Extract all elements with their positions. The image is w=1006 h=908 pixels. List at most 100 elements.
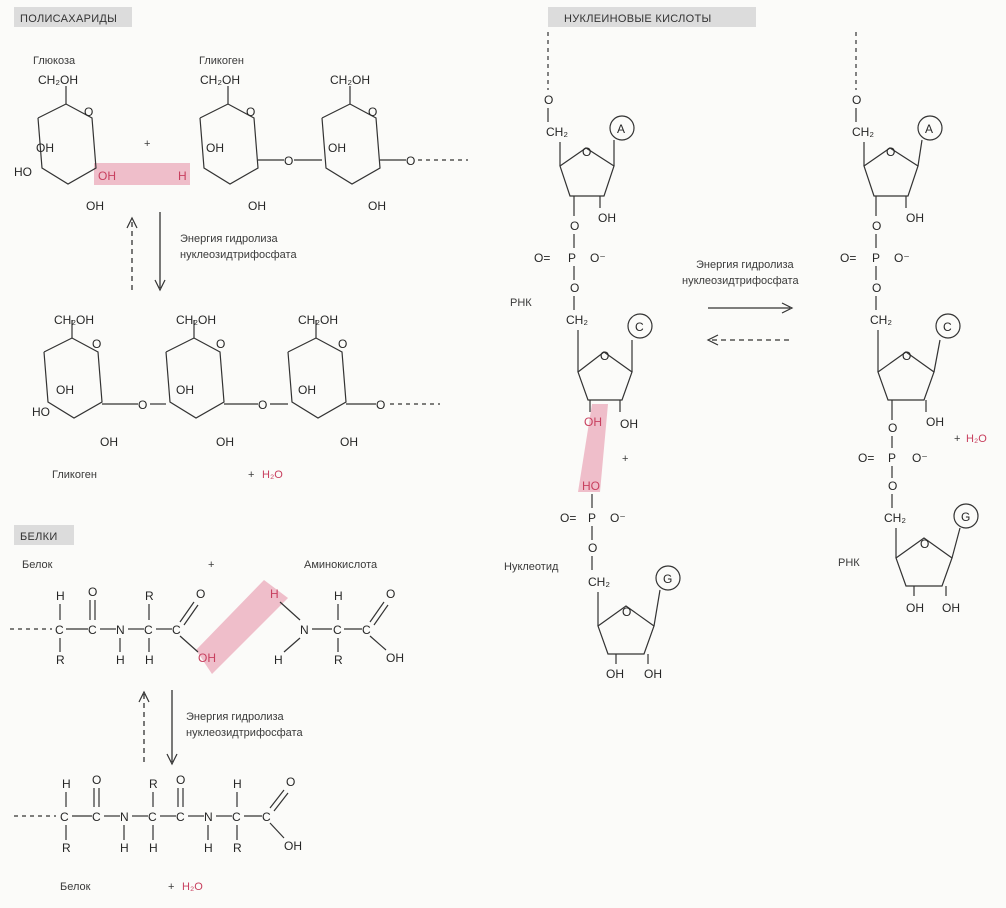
phosphorus: P [872, 251, 880, 265]
phosphate-oxygen: O [570, 281, 579, 295]
alpha-carbon: C [333, 623, 342, 637]
ring-oxygen: O [368, 105, 377, 119]
base-c: C [635, 320, 644, 334]
oh-label: OH [284, 839, 302, 853]
o-minus-label: O⁻ [610, 511, 626, 525]
glycogen-top-label: Гликоген [199, 55, 244, 67]
header-proteins-label: БЕЛКИ [20, 531, 58, 543]
highlight-oh-h-protein [196, 580, 288, 674]
oh-label: OH [906, 211, 924, 225]
protein-top-chain: C H R C O N H C R H C O OH [10, 585, 216, 667]
glycogen-top-molecule: H CH₂OH O OH OH O CH₂OH O OH OH O [178, 73, 468, 213]
o-minus-label: O⁻ [912, 451, 928, 465]
alpha-carbon: C [148, 810, 157, 824]
ho-leaving-group: HO [582, 479, 600, 493]
phosphate-oxygen: O [888, 479, 897, 493]
highlight-oh-h-poly [94, 163, 190, 185]
ring-oxygen: O [84, 105, 93, 119]
nucleic-water-plus: + [954, 433, 960, 445]
h-label: H [62, 777, 71, 791]
phosphate-oxygen: O [872, 281, 881, 295]
glycogen-bottom-label: Гликоген [52, 469, 97, 481]
oh-label: OH [56, 383, 74, 397]
oh-label: OH [36, 141, 54, 155]
protein-top-label: Белок [22, 559, 53, 571]
amino-acid-label: Аминокислота [304, 559, 378, 571]
header-polysaccharides-label: ПОЛИСАХАРИДЫ [20, 13, 117, 25]
ch2-label: CH₂ [884, 511, 906, 525]
r-group: R [145, 589, 154, 603]
oh-leaving-group: OH [98, 169, 116, 183]
poly-reaction-arrows: Энергия гидролиза нуклеозидтрифосфата [126, 212, 297, 292]
amide-nitrogen: N [116, 623, 125, 637]
o-double-label: O= [560, 511, 576, 525]
phosphorus: P [888, 451, 896, 465]
alpha-carbon: C [144, 623, 153, 637]
ch2oh-label: CH₂OH [200, 73, 240, 87]
ring-oxygen: O [886, 145, 895, 159]
ch2oh-label: CH₂OH [298, 313, 338, 327]
ring-oxygen: O [246, 105, 255, 119]
nucleic-energy-line2: нуклеозидтрифосфата [682, 275, 799, 287]
amide-nitrogen: N [204, 810, 213, 824]
alpha-carbon: C [60, 810, 69, 824]
protein-bottom-label: Белок [60, 881, 91, 893]
ring-oxygen: O [902, 349, 911, 363]
ch2oh-label: CH₂OH [38, 73, 78, 87]
carboxyl-carbon: C [262, 810, 271, 824]
r-group: R [334, 653, 343, 667]
o-minus-label: O⁻ [894, 251, 910, 265]
base-c: C [943, 320, 952, 334]
r-group: R [149, 777, 158, 791]
carbonyl-oxygen: O [386, 587, 395, 601]
plus-sign-top: + [144, 138, 150, 150]
glycosidic-oxygen: O [406, 154, 415, 168]
r-group: R [62, 841, 71, 855]
oh-leaving-group: OH [198, 651, 216, 665]
oh-label: OH [248, 199, 266, 213]
oh-label: OH [100, 435, 118, 449]
oh-label: OH [606, 667, 624, 681]
nucleic-energy-line1: Энергия гидролиза [696, 259, 795, 271]
protein-water: H₂O [182, 881, 203, 893]
h-label: H [145, 653, 154, 667]
alpha-carbon: C [55, 623, 64, 637]
carbonyl-oxygen: O [196, 587, 205, 601]
ho-label: HO [32, 405, 50, 419]
amine-nitrogen: N [300, 623, 309, 637]
nucleic-acid-reaction: O CH₂ O A OH O O= P O⁻ O CH₂ O [504, 32, 987, 681]
ring-oxygen: O [92, 337, 101, 351]
phosphate-oxygen: O [588, 541, 597, 555]
glycosidic-oxygen: O [376, 398, 385, 412]
ch2-label: CH₂ [588, 575, 610, 589]
ch2-label: CH₂ [546, 125, 568, 139]
poly-energy-line1: Энергия гидролиза [180, 233, 279, 245]
ch2oh-label: CH₂OH [54, 313, 94, 327]
nucleotide-label: Нуклеотид [504, 561, 559, 573]
ring-oxygen: O [338, 337, 347, 351]
phosphate-oxygen: O [570, 219, 579, 233]
ring-oxygen: O [582, 145, 591, 159]
phosphorus: P [568, 251, 576, 265]
h-leaving-group: H [178, 169, 187, 183]
carboxyl-carbon: C [362, 623, 371, 637]
glycogen-bottom-molecule: CH₂OH O OH HO OH O CH₂OH O OH OH O CH₂OH… [32, 313, 440, 449]
header-nucleic-acids: НУКЛЕИНОВЫЕ КИСЛОТЫ [548, 7, 756, 27]
ch2-label: CH₂ [566, 313, 588, 327]
oh-label: OH [216, 435, 234, 449]
oh-label: OH [86, 199, 104, 213]
oh-label: OH [644, 667, 662, 681]
rna-left-strand: O CH₂ O A OH O O= P O⁻ O CH₂ O [510, 32, 653, 431]
h-label: H [233, 777, 242, 791]
o-double-label: O= [858, 451, 874, 465]
glycosidic-oxygen: O [258, 398, 267, 412]
polysaccharide-reaction: Глюкоза Гликоген + CH₂OH O OH HO OH OH H… [14, 55, 468, 481]
ch2-label: CH₂ [852, 125, 874, 139]
oh-label: OH [328, 141, 346, 155]
o-double-label: O= [534, 251, 550, 265]
ch2-label: CH₂ [870, 313, 892, 327]
phosphate-oxygen: O [872, 219, 881, 233]
carbonyl-oxygen: O [176, 773, 185, 787]
oh-label: OH [926, 415, 944, 429]
